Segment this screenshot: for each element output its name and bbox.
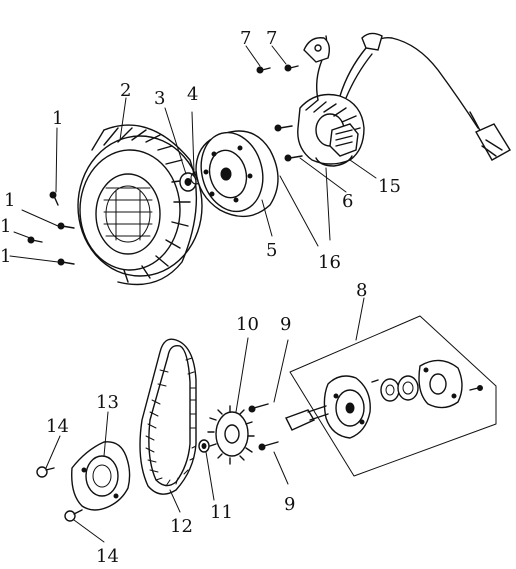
screw-1a [49,191,59,206]
oil-pump-assembly [285,359,483,439]
flywheel-nut [179,171,202,192]
screw-9a [248,403,269,413]
fan-screws [27,191,75,266]
cover-screws [36,466,83,522]
screw-1b [57,222,75,230]
callout-6: 6 [342,191,353,212]
drive-sprocket [207,405,255,465]
callout-9-upper: 9 [280,314,291,335]
callout-10: 10 [236,314,259,335]
screw-1d [57,258,75,266]
callout-7-right: 7 [266,28,277,49]
screw-7b [284,64,299,72]
flywheel-rotor [195,130,279,218]
stator-screws-top [256,64,299,74]
pump-screws [248,403,279,451]
callout-11: 11 [210,502,233,523]
leader-lines [9,45,377,543]
stator-assembly [297,32,511,167]
screw-1c [27,236,43,244]
callout-5: 5 [266,240,277,261]
callout-13: 13 [96,392,119,413]
callout-7-left: 7 [240,28,251,49]
stator-screws-side [274,124,303,162]
sprocket-washer [198,439,210,453]
callout-2: 2 [120,80,131,101]
screw-7a [256,66,271,74]
screw-14b [64,509,83,522]
callout-labels: 1 1 1 1 2 3 4 5 6 7 7 8 9 9 10 11 12 13 … [0,28,401,567]
oil-pump-group-outline [289,315,497,477]
callout-14-lower: 14 [96,546,119,567]
callout-3: 3 [154,88,165,109]
cover-plate [71,441,131,511]
callout-1-middle: 1 [0,216,11,237]
callout-9-lower: 9 [284,494,295,515]
callout-4: 4 [187,84,198,105]
drive-chain [139,338,197,495]
callout-12: 12 [170,516,193,537]
callout-15: 15 [378,176,401,197]
screw-9b [258,441,279,451]
screw-14a [36,466,55,478]
callout-14-upper: 14 [46,416,69,437]
callout-1-upper: 1 [4,190,15,211]
callout-1-top: 1 [52,108,63,129]
callout-8: 8 [356,280,367,301]
callout-1-lower: 1 [0,246,11,267]
cooling-fan [77,124,203,286]
callout-16: 16 [318,252,341,273]
